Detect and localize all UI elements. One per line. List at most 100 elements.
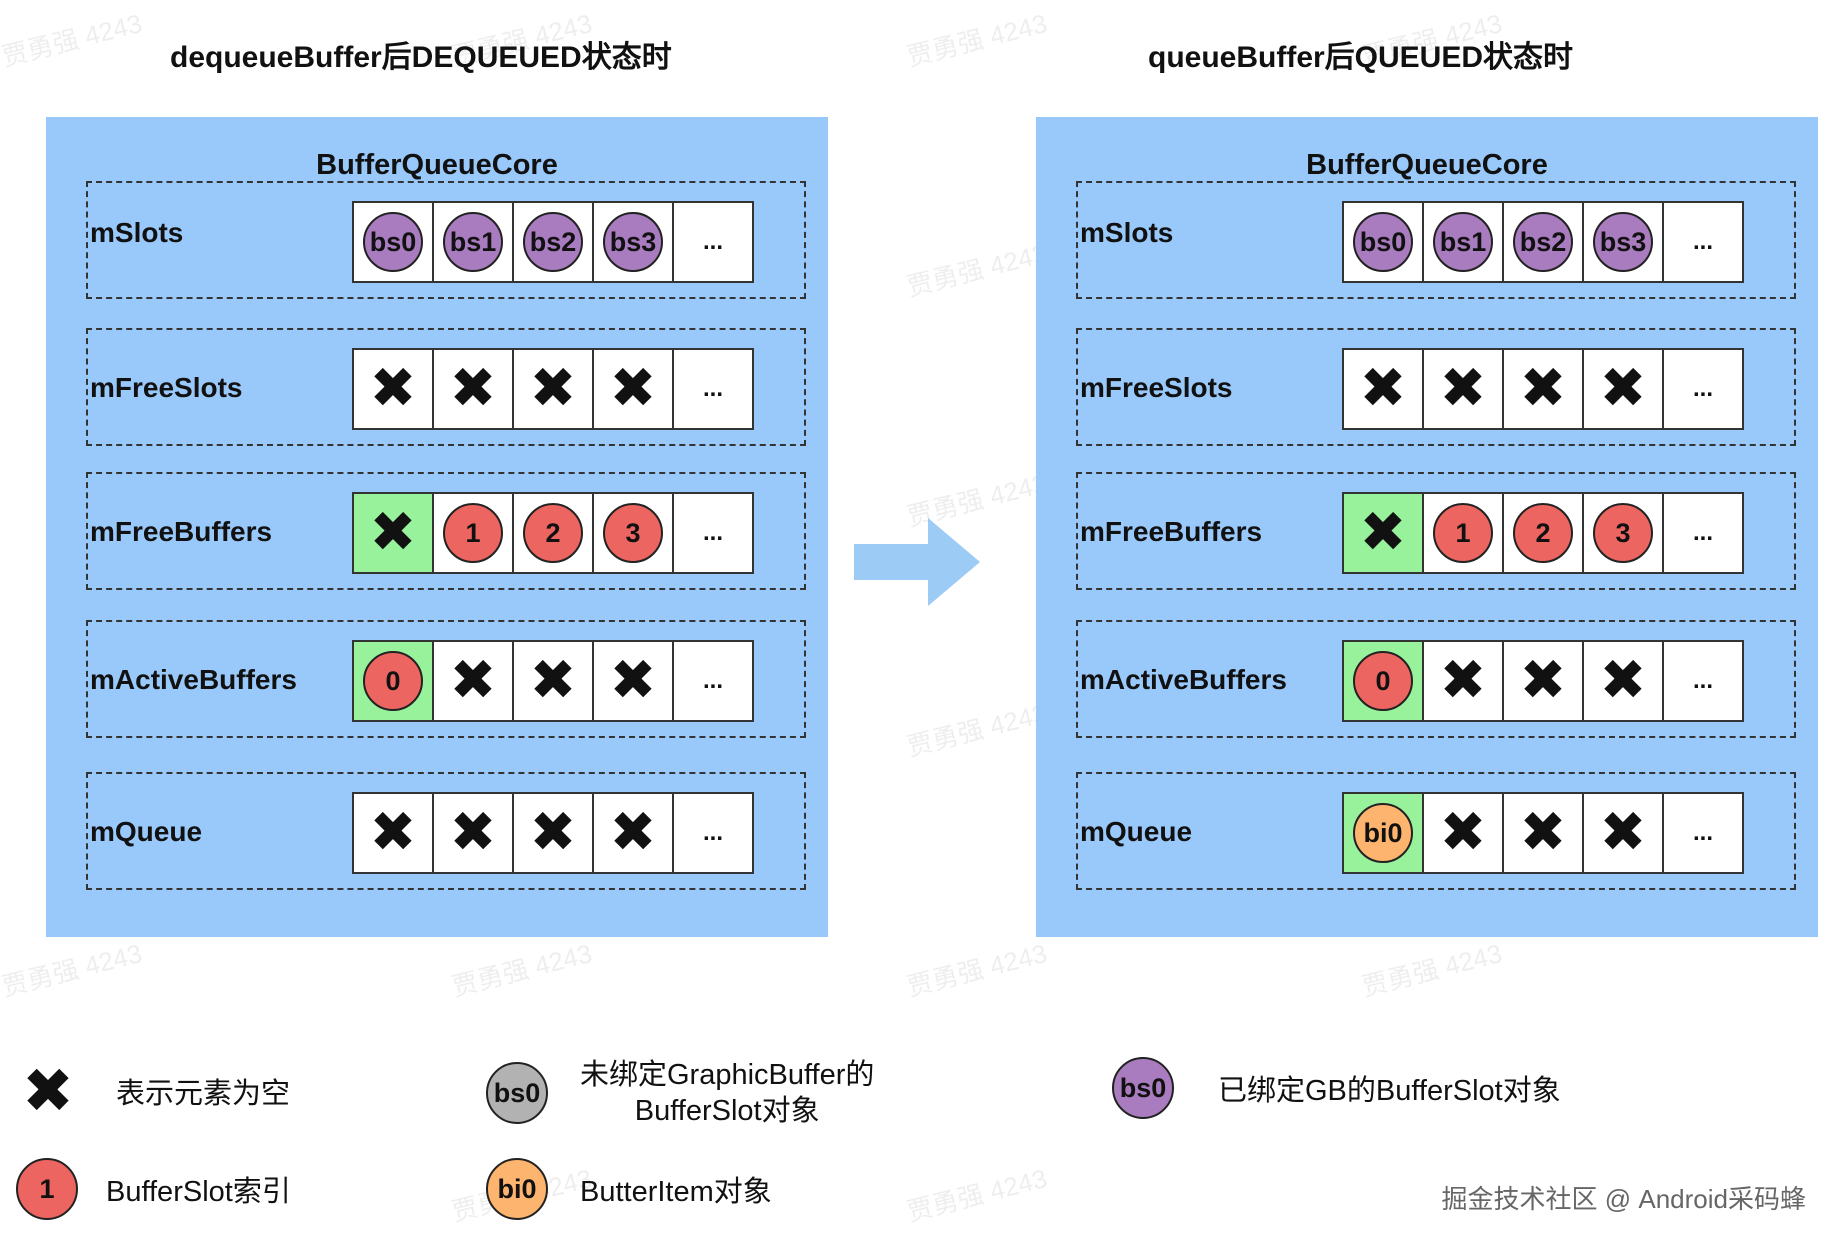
slot-cell: bs3 (1584, 203, 1664, 281)
row-label: mFreeSlots (1080, 372, 1233, 403)
left-heading: dequeueBuffer后DEQUEUED状态时 (170, 41, 672, 74)
ellipsis: ... (702, 519, 723, 546)
ellipsis: ... (1692, 819, 1713, 846)
slot-cell: ... (674, 203, 752, 281)
x-mark-icon: ✖ (449, 800, 497, 865)
x-mark-icon: ✖ (1519, 648, 1567, 713)
row-label: mActiveBuffers (90, 664, 297, 695)
watermark: 贾勇强 4243 (1358, 938, 1505, 1002)
ellipsis: ... (702, 667, 723, 694)
ellipsis: ... (1692, 667, 1713, 694)
slot-cell: ✖ (434, 642, 514, 720)
slot-cell: ✖ (594, 350, 674, 428)
slot-cell: ✖ (1584, 794, 1664, 872)
x-mark-icon: ✖ (609, 648, 657, 713)
x-mark-icon: ✖ (529, 648, 577, 713)
x-mark-icon: ✖ (529, 356, 577, 421)
x-mark-icon: ✖ (609, 800, 657, 865)
slot-cell: ✖ (354, 494, 434, 572)
slot-cells: ✖✖✖✖... (1342, 348, 1744, 430)
buffer-slot-icon: bs2 (523, 212, 583, 272)
legend-unbound-line2: BufferSlot对象 (634, 1095, 820, 1127)
watermark: 贾勇强 4243 (903, 238, 1050, 302)
slot-index-icon: 3 (603, 503, 663, 563)
x-mark-icon: ✖ (1599, 356, 1647, 421)
x-mark-icon: ✖ (529, 800, 577, 865)
slot-cell: ✖ (1504, 794, 1584, 872)
slot-index-icon: 0 (1353, 651, 1413, 711)
slot-cells: ✖ ✖ ✖ ✖... (352, 792, 754, 874)
buffer-slot-icon: bs1 (1433, 212, 1493, 272)
slot-cell: ... (1664, 494, 1742, 572)
buffer-slot-icon: bs1 (443, 212, 503, 272)
right-heading: queueBuffer后QUEUED状态时 (1148, 41, 1574, 74)
x-mark-icon: ✖ (1439, 800, 1487, 865)
x-mark-icon: ✖ (369, 800, 417, 865)
x-mark-icon: ✖ (369, 356, 417, 421)
ellipsis: ... (702, 819, 723, 846)
slot-cell: bs2 (1504, 203, 1584, 281)
ellipsis: ... (702, 228, 723, 255)
legend-item-label: ButterItem对象 (580, 1176, 772, 1208)
slot-cell: 1 (434, 494, 514, 572)
slot-cell: ✖ (594, 642, 674, 720)
panel-title: BufferQueueCore (316, 149, 558, 181)
slot-index-icon: 0 (363, 651, 423, 711)
slot-cell: ... (674, 350, 752, 428)
slot-cell: bs1 (434, 203, 514, 281)
slot-cell: bs0 (354, 203, 434, 281)
buffer-item-icon: bi0 (1353, 803, 1413, 863)
row-label: mFreeBuffers (1080, 516, 1263, 547)
x-mark-icon: ✖ (22, 1054, 74, 1127)
watermark: 贾勇强 4243 (903, 1163, 1050, 1227)
row-label: mActiveBuffers (1080, 664, 1287, 695)
slot-cell: ✖ (1584, 642, 1664, 720)
buffer-slot-icon: bs3 (603, 212, 663, 272)
row-label: mFreeSlots (90, 372, 243, 403)
legend-bound: bs0 已绑定GB的BufferSlot对象 (1112, 1057, 1561, 1119)
slot-cell: ... (674, 642, 752, 720)
legend-index-label: BufferSlot索引 (106, 1176, 291, 1208)
slot-cell: ✖ (1424, 350, 1504, 428)
slot-cell: bi0 (1344, 794, 1424, 872)
x-mark-icon: ✖ (449, 356, 497, 421)
row-mqueue: mQueue✖✖✖✖... (86, 772, 806, 890)
legend-empty: ✖ 表示元素为空 (22, 1060, 290, 1122)
panel-title: BufferQueueCore (1306, 149, 1548, 181)
buffer-slot-icon: bs0 (363, 212, 423, 272)
slot-cells: 0✖✖✖... (352, 640, 754, 722)
slot-cell: bs1 (1424, 203, 1504, 281)
legend-item: bi0 ButterItem对象 (486, 1158, 772, 1220)
slot-cell: ✖ (1344, 494, 1424, 572)
slot-cell: ✖ (1504, 350, 1584, 428)
slot-cell: ... (1664, 794, 1742, 872)
slot-cell: ... (1664, 350, 1742, 428)
x-mark-icon: ✖ (1519, 800, 1567, 865)
slot-cell: ✖ (1424, 642, 1504, 720)
row-mfreeslots: mFreeSlots ✖ ✖ ✖ ✖... (86, 328, 806, 446)
slot-cell: ✖ (1424, 794, 1504, 872)
buffer-item-icon: bi0 (486, 1158, 548, 1220)
slot-cell: bs2 (514, 203, 594, 281)
slot-cell: ✖ (594, 794, 674, 872)
x-mark-icon: ✖ (1359, 356, 1407, 421)
slot-cell: 0 (1344, 642, 1424, 720)
slot-cell: 1 (1424, 494, 1504, 572)
watermark: 贾勇强 4243 (448, 938, 595, 1002)
watermark: 贾勇强 4243 (0, 938, 145, 1002)
row-mfreeslots: mFreeSlots✖✖✖✖... (1076, 328, 1796, 446)
slot-cell: 3 (1584, 494, 1664, 572)
slot-cell: 2 (514, 494, 594, 572)
slot-cell: ✖ (514, 794, 594, 872)
slot-cell: ✖ (1504, 642, 1584, 720)
slot-cell: bs0 (1344, 203, 1424, 281)
slot-cell: 2 (1504, 494, 1584, 572)
